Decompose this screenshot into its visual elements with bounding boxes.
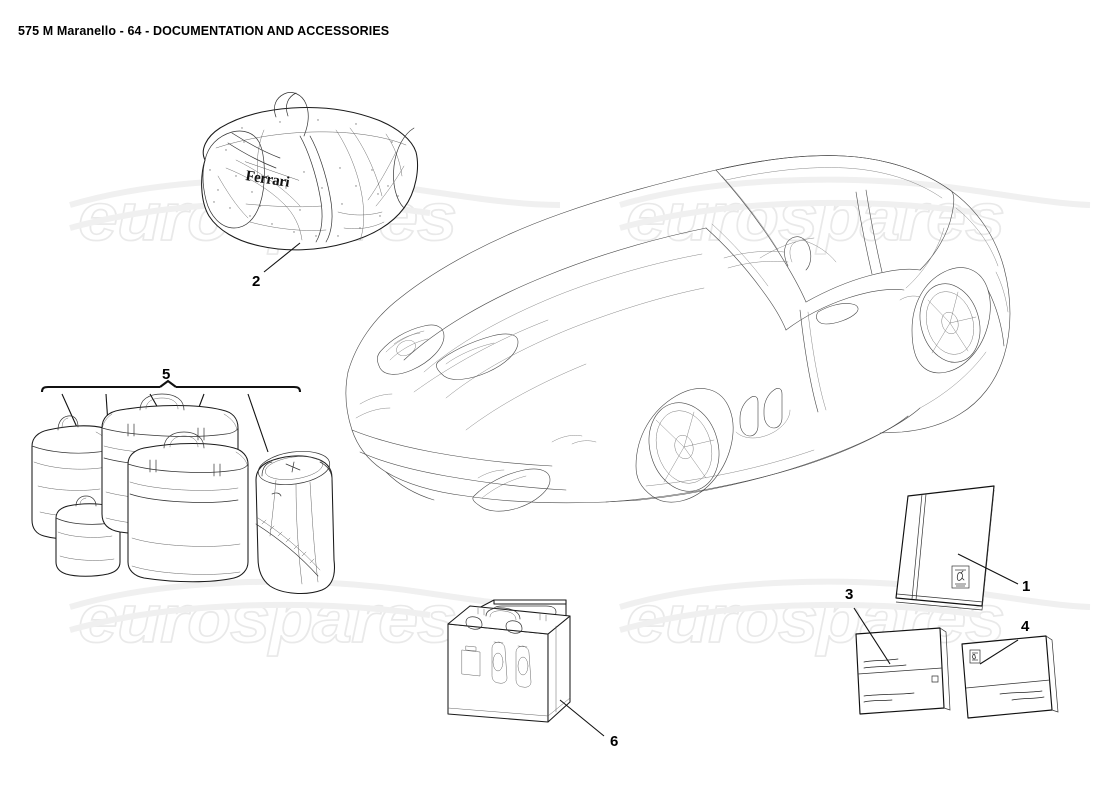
part-car-cover-bag[interactable]: Ferrari — [201, 92, 419, 251]
leader-line-1 — [957, 553, 1019, 585]
luggage-bracket-left — [40, 385, 160, 393]
part-owner-handbook[interactable] — [895, 485, 995, 611]
ferrari-logo-text: Ferrari — [244, 168, 290, 191]
callout-number-5[interactable]: 5 — [162, 366, 171, 383]
part-service-booklet[interactable] — [961, 635, 1059, 719]
page-title: 575 M Maranello - 64 - DOCUMENTATION AND… — [18, 24, 390, 38]
callout-number-3[interactable]: 3 — [845, 586, 854, 603]
leader-line-2 — [263, 242, 301, 273]
leader-line-3 — [853, 607, 891, 665]
callout-number-2[interactable]: 2 — [252, 273, 261, 290]
callout-number-6[interactable]: 6 — [610, 733, 619, 750]
part-luggage-set[interactable] — [31, 379, 335, 595]
callout-number-1[interactable]: 1 — [1022, 578, 1031, 595]
part-tool-kit-case[interactable] — [447, 599, 571, 723]
luggage-garment-bag — [255, 451, 335, 595]
luggage-leader-5 — [247, 393, 269, 453]
vehicle-illustration-575m — [345, 155, 1011, 512]
part-warranty-booklet[interactable] — [855, 627, 951, 715]
callout-number-4[interactable]: 4 — [1021, 618, 1030, 635]
leader-line-6 — [559, 699, 605, 737]
luggage-medium-suitcase — [127, 431, 249, 583]
luggage-bracket-right — [176, 385, 302, 393]
ferrari-shield-logo — [951, 565, 970, 589]
luggage-bracket-notch — [159, 379, 177, 388]
leader-line-4 — [979, 639, 1019, 665]
